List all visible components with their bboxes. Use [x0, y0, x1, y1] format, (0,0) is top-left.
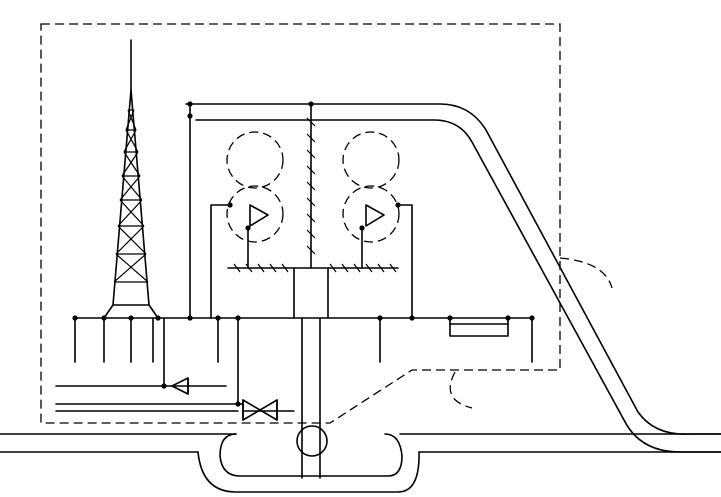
pump-2 — [342, 131, 413, 319]
site-boundary — [40, 23, 561, 424]
lattice-tower — [103, 39, 159, 319]
pump-1 — [210, 131, 284, 319]
gate-valve — [242, 399, 278, 421]
pump-discharge-header — [227, 263, 399, 273]
drop-pipes — [74, 317, 533, 363]
road — [0, 103, 721, 453]
boundary-arc-bottom — [449, 371, 473, 409]
suction-line — [55, 317, 295, 412]
manhole-circle — [296, 425, 328, 457]
check-valve — [171, 377, 189, 395]
manifold-vertical — [306, 103, 316, 269]
meter-box — [449, 317, 509, 337]
boundary-arc-right — [559, 257, 613, 289]
main-riser — [301, 317, 321, 479]
connector-tubes — [293, 267, 329, 319]
culvert — [197, 433, 420, 493]
